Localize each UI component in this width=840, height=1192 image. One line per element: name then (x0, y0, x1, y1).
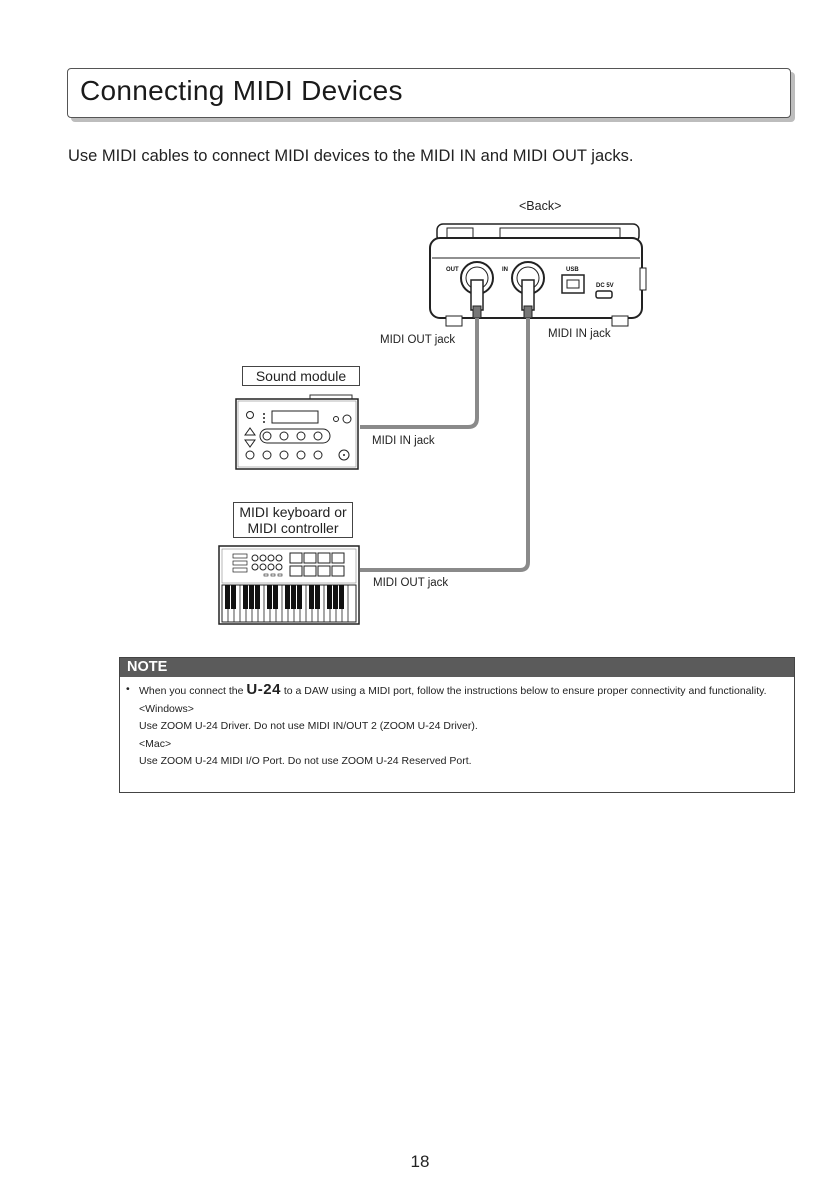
cable-to-keyboard (360, 318, 530, 572)
note-body: • When you connect the U-24 to a DAW usi… (120, 677, 794, 771)
sound-module-illustration (235, 394, 359, 470)
keyboard-label: MIDI keyboard or MIDI controller (233, 502, 353, 538)
page-number: 18 (410, 1152, 430, 1171)
mac-heading-text: <Mac> (139, 737, 172, 750)
u24-device-back: OUT IN USB DC 5V (429, 223, 647, 327)
cable-to-sound-module (360, 318, 479, 429)
connection-diagram: OUT IN USB DC 5V (218, 223, 647, 625)
keyboard-midi-out-label: MIDI OUT jack (373, 577, 449, 589)
windows-text-content: Use ZOOM U-24 Driver. Do not use MIDI IN… (139, 720, 478, 732)
sound-module-label: Sound module (242, 366, 360, 386)
windows-text: Use ZOOM U-24 Driver. Do not use MIDI IN… (126, 718, 788, 736)
panel-in-text: IN (502, 267, 508, 273)
note-text-after: to a DAW using a MIDI port, follow the i… (283, 685, 767, 697)
mac-text-content: Use ZOOM U-24 MIDI I/O Port. Do not use … (139, 755, 472, 767)
mac-text: Use ZOOM U-24 MIDI I/O Port. Do not use … (126, 753, 788, 771)
windows-heading-text: <Windows> (139, 702, 194, 715)
page-title: Connecting MIDI Devices (80, 75, 403, 106)
panel-out-text: OUT (446, 267, 459, 273)
note-text-before: When you connect the (139, 685, 244, 697)
black-keys (225, 585, 344, 609)
product-logo: U-24 (246, 681, 281, 698)
note-bullet-item: • When you connect the U-24 to a DAW usi… (126, 681, 788, 701)
device-midi-out-jack-label: MIDI OUT jack (380, 334, 456, 346)
note-heading: NOTE (120, 658, 794, 677)
midi-plugs (470, 279, 535, 319)
back-label: <Back> (519, 199, 562, 213)
panel-dc-text: DC 5V (596, 283, 614, 289)
device-midi-in-jack-label: MIDI IN jack (548, 328, 611, 340)
mac-heading: <Mac> (126, 736, 788, 754)
keyboard-label-line2: MIDI controller (247, 520, 339, 536)
intro-text: Use MIDI cables to connect MIDI devices … (68, 147, 634, 165)
note-box: NOTE • When you connect the U-24 to a DA… (119, 657, 795, 793)
sound-module-midi-in-label: MIDI IN jack (372, 435, 435, 447)
keyboard-label-line1: MIDI keyboard or (239, 504, 347, 520)
bullet-mark: • (126, 683, 130, 695)
panel-usb-text: USB (566, 267, 579, 273)
midi-keyboard-illustration (218, 545, 360, 625)
windows-heading: <Windows> (126, 701, 788, 719)
section-title-box: Connecting MIDI Devices (67, 68, 791, 118)
